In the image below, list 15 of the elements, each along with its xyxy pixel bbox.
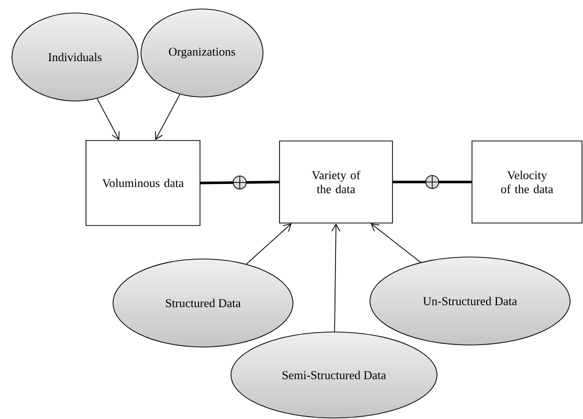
arrow — [332, 223, 340, 332]
ellipse-node: Un-Structured Data — [370, 256, 570, 346]
arrow — [155, 94, 180, 140]
process-box: Velocity of the data — [472, 140, 582, 224]
ellipse-node: Semi-Structured Data — [230, 332, 438, 418]
ellipse-node: Organizations — [140, 8, 264, 98]
arrow — [246, 223, 292, 264]
connector-line — [200, 176, 280, 190]
ellipse-node: Individuals — [12, 12, 138, 102]
process-box: Variety of the data — [279, 140, 393, 224]
arrow — [96, 98, 120, 140]
ellipse-node: Structured Data — [112, 258, 294, 348]
arrow — [370, 223, 421, 263]
process-box: Voluminous data — [86, 140, 200, 226]
connector-line — [392, 175, 472, 189]
